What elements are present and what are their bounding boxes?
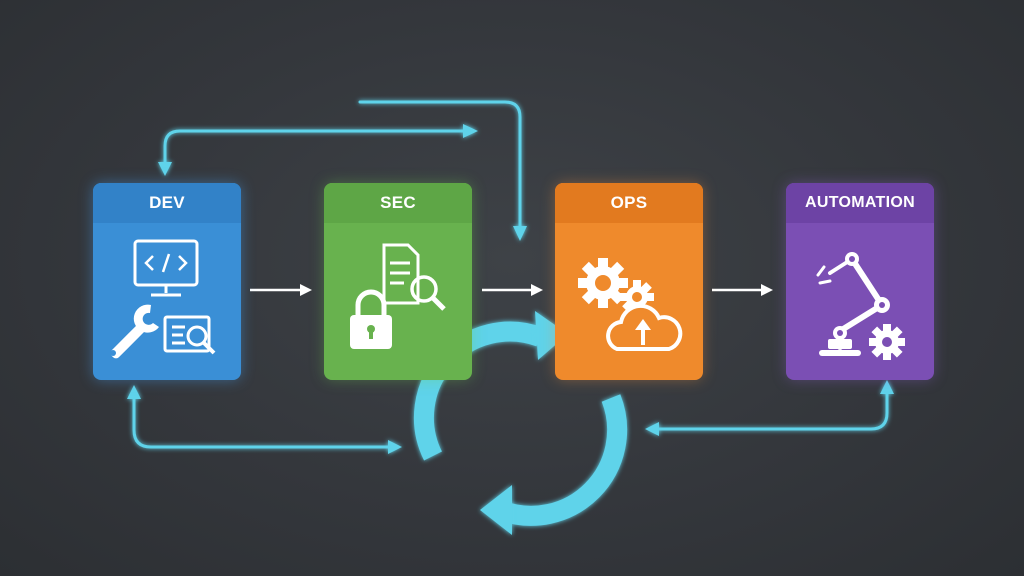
connector-arrowhead bbox=[645, 422, 659, 436]
stage-title: DEV bbox=[93, 183, 241, 223]
monitor-code-icon bbox=[133, 239, 199, 297]
connector-arrowhead bbox=[513, 226, 527, 241]
code-review-icon bbox=[163, 315, 216, 355]
connector-arrowhead bbox=[880, 380, 894, 394]
stage-ops: OPS bbox=[555, 183, 703, 380]
stage-automation: AUTOMATION bbox=[786, 183, 934, 380]
stage-title: SEC bbox=[324, 183, 472, 223]
connector-bottom-auto bbox=[652, 386, 889, 431]
cloud-upload-icon bbox=[606, 303, 683, 351]
connector-arrowhead bbox=[388, 440, 402, 454]
connector-bottom-dev bbox=[132, 395, 394, 449]
padlock-icon bbox=[350, 289, 392, 349]
magnifier-icon bbox=[410, 275, 446, 311]
stage-sec: SEC bbox=[324, 183, 472, 380]
connector-top-ops bbox=[358, 100, 522, 234]
wrench-icon bbox=[110, 304, 159, 359]
connector-arrowhead bbox=[127, 385, 141, 399]
stage-title: AUTOMATION bbox=[786, 183, 934, 223]
connector-arrowhead bbox=[463, 124, 478, 138]
gear-icon bbox=[578, 258, 628, 308]
stage-dev: DEV bbox=[93, 183, 241, 380]
connector-top-loop bbox=[163, 129, 472, 170]
connector-arrowhead bbox=[158, 162, 172, 176]
stage-title: OPS bbox=[555, 183, 703, 223]
gear-icon bbox=[869, 324, 905, 360]
